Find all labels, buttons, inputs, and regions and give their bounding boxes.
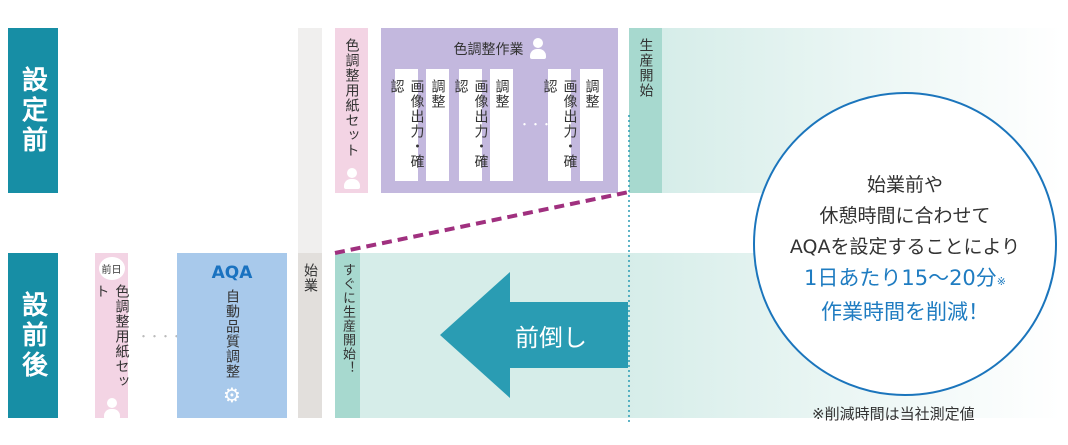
footnote: ※削減時間は当社測定値 (812, 405, 975, 423)
callout-highlight: 1日あたり15〜20分 (803, 266, 997, 290)
aqa-title: AQA (211, 263, 253, 283)
step-card: 調整 (426, 69, 449, 181)
step-label: 調整 (583, 79, 600, 109)
callout-line: 休憩時間に合わせて (819, 205, 991, 227)
person-icon (529, 38, 546, 60)
immediate-start: すぐに生産開始！ (335, 253, 360, 418)
step-label: 画像出力・確認 (388, 79, 425, 169)
paper-set-before: 色調整用紙セット (335, 28, 368, 193)
production-start-before: 生産開始 (629, 28, 662, 193)
callout-line: 始業前や (866, 174, 943, 196)
step-card: 調整 (580, 69, 603, 181)
paper-set-after: 前日 色調整用紙セット (94, 253, 130, 420)
color-work-title: 色調整作業 (453, 42, 524, 58)
step-card: 画像出力・確認 (542, 69, 578, 181)
row-label-text: 設前後 (17, 290, 48, 381)
gears-icon: ⚙ (223, 383, 241, 407)
aqa-desc: 自動品質調整 (224, 289, 240, 379)
prev-day-badge: 前日 (98, 257, 125, 281)
step-card: 画像出力・確認 (389, 69, 425, 181)
person-icon (103, 398, 120, 420)
callout-line: AQAを設定することにより (789, 236, 1021, 258)
step-card: 画像出力・確認 (453, 69, 489, 181)
immediate-start-label: すぐに生産開始！ (340, 263, 355, 375)
note-mark: ※ (996, 275, 1007, 288)
aqa-box: AQA 自動品質調整 ⚙ (177, 253, 287, 418)
step-label: 調整 (429, 79, 446, 109)
row-label-text: 設定前 (17, 65, 48, 156)
arrow-label: 前倒し (515, 324, 587, 352)
dashed-connector (334, 190, 630, 255)
row-label-before: 設定前 (8, 28, 58, 193)
start-work-column: 始業 (298, 253, 322, 418)
person-icon (343, 168, 360, 190)
step-label: 調整 (493, 79, 510, 109)
paper-set-label: 色調整用紙セット (343, 38, 360, 158)
step-label: 画像出力・確認 (452, 79, 489, 169)
callout-highlight: 作業時間を削減！ (821, 300, 989, 324)
step-label: 画像出力・確認 (541, 79, 578, 169)
forward-arrow-icon (440, 272, 628, 398)
paper-set-label: 色調整用紙セット (93, 284, 130, 390)
start-work-label: 始業 (302, 263, 318, 293)
start-column-top (298, 28, 322, 253)
callout-circle: 始業前や 休憩時間に合わせて AQAを設定することにより 1日あたり15〜20分… (753, 92, 1057, 396)
step-card: 調整 (490, 69, 513, 181)
row-label-after: 設前後 (8, 253, 58, 418)
production-start-label: 生産開始 (637, 38, 654, 98)
